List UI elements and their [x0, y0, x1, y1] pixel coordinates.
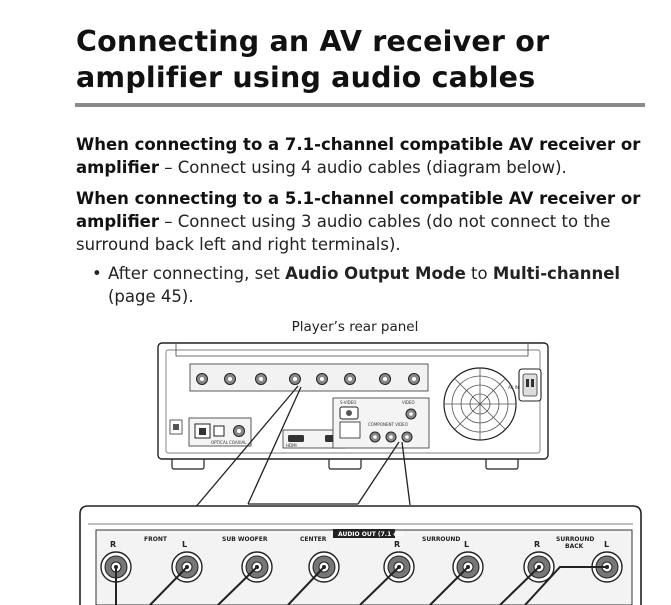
label-surround: SURROUND: [422, 536, 460, 543]
para-7-1-bold: When connecting to a 7.1-channel compati…: [76, 135, 641, 177]
cooling-fan: [443, 367, 517, 441]
page-title: Connecting an AV receiver or amplifier u…: [76, 24, 646, 96]
label-surround-back-r: R: [534, 540, 540, 549]
hdmi-label: HDMI: [286, 443, 297, 448]
bullet-text: After connecting, set Audio Output Mode …: [108, 264, 621, 306]
label-surround-r: R: [394, 540, 400, 549]
audio-out-group-title: AUDIO OUT (7.1 ch): [338, 531, 404, 538]
title-line-1: Connecting an AV receiver or: [76, 25, 550, 58]
setting-name: Audio Output Mode: [285, 264, 466, 283]
component-label: COMPONENT VIDEO: [368, 422, 408, 427]
label-sub-woofer: SUB WOOFER: [222, 536, 268, 543]
para-7-1-text: – Connect using 4 audio cables (diagram …: [159, 158, 567, 177]
optical-label: OPTICAL: [211, 440, 229, 445]
coaxial-label: COAXIAL: [229, 440, 247, 445]
label-surround-back-l: L: [604, 540, 609, 549]
bullet-dot: •: [92, 264, 102, 283]
ac-inlet: AC IN: [508, 368, 542, 402]
ac-in-label: AC IN: [508, 385, 519, 390]
bullet-audio-output-mode: • After connecting, set Audio Output Mod…: [92, 262, 652, 308]
s-video-label: S-VIDEO: [340, 400, 356, 405]
label-front: FRONT: [144, 536, 168, 543]
para-5-1-bold: When connecting to a 5.1-channel compati…: [76, 189, 641, 231]
diagram-caption: Player’s rear panel: [291, 319, 419, 335]
title-line-2: amplifier using audio cables: [76, 61, 536, 94]
label-front-l: L: [182, 540, 187, 549]
paragraph-7-1-channel: When connecting to a 7.1-channel compati…: [76, 133, 646, 179]
label-surround-l: L: [464, 540, 469, 549]
label-surround-back-2: BACK: [565, 543, 584, 550]
setting-value: Multi-channel: [492, 264, 621, 283]
label-center: CENTER: [300, 536, 327, 543]
rear-audio-jacks: [196, 373, 420, 385]
label-surround-back-1: SURROUND: [556, 536, 594, 543]
player-rear-unit: AC IN OPTICAL COAXIAL HDMI S-VIDEO VIDEO…: [157, 342, 549, 470]
label-front-r: R: [110, 540, 116, 549]
audio-cables: [115, 566, 607, 605]
callout-lines: [193, 385, 411, 510]
paragraph-5-1-channel: When connecting to a 5.1-channel compati…: [76, 187, 646, 256]
video-label: VIDEO: [402, 400, 415, 405]
title-underline: [75, 103, 645, 107]
para-5-1-text: – Connect using 3 audio cables (do not c…: [76, 212, 611, 254]
audio-out-panel-magnified: AUDIO OUT (7.1 ch) R FRONT L SUB WOOFER …: [79, 505, 642, 605]
